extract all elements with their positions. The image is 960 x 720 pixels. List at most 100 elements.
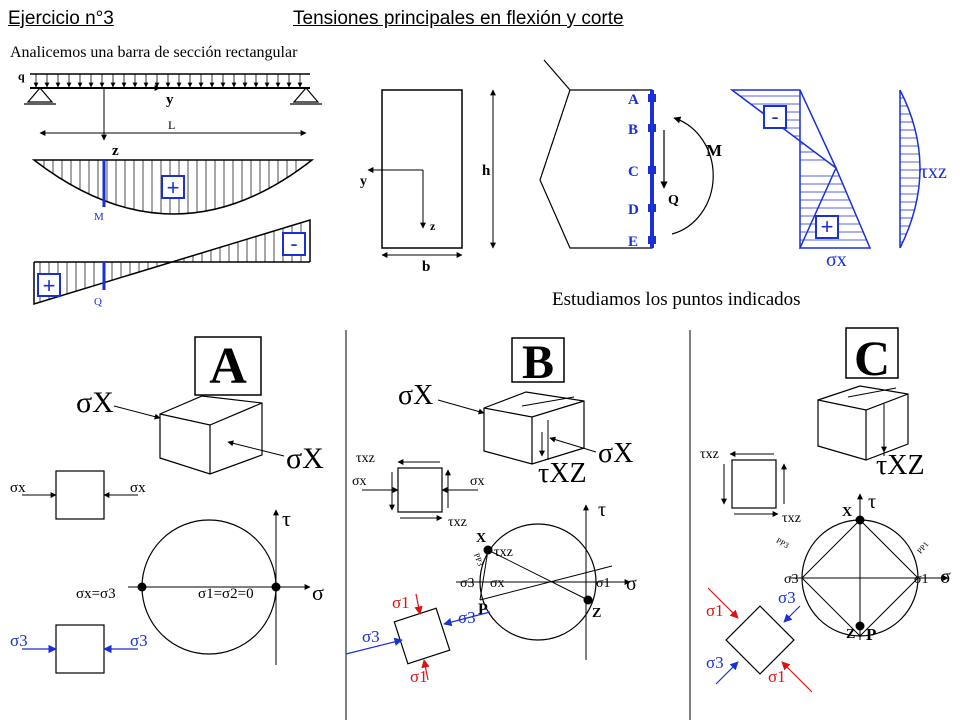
- b-s1-bottom: σ1: [410, 667, 428, 686]
- b-s3-left: σ3: [362, 627, 380, 646]
- a-sigma-bottom: σX: [286, 442, 324, 475]
- c-x-label: X: [842, 505, 852, 520]
- panel-c-title: C: [854, 330, 890, 386]
- left-support: [26, 87, 54, 103]
- c-s1-left: σ1: [706, 601, 724, 620]
- c-principal-square: [725, 605, 795, 675]
- c-circle-s1: σ1: [914, 572, 929, 587]
- cube-c: [817, 385, 909, 461]
- b-txz-bottom: τxz: [448, 515, 467, 530]
- a-tau-axis: τ: [282, 506, 291, 531]
- c-sigma-axis: σ: [940, 566, 951, 588]
- b-s1-top: σ1: [392, 593, 410, 612]
- right-support: [292, 87, 320, 103]
- c-s3-left: σ3: [706, 653, 724, 672]
- c-tau-big: τXZ: [876, 450, 925, 481]
- c-pp3-label: PP3: [775, 536, 791, 550]
- b-element-square: [397, 467, 443, 513]
- face-point-label: A: [628, 92, 639, 108]
- a-sx-left: σx: [10, 480, 26, 496]
- panel-b: B σX σX τXZ τxz σx σx τxz X Z P τ: [345, 336, 637, 686]
- panel-a: A σX σX σx σx τ σ σx=σ3 σ1=σ2=0 σ3 σ3: [10, 336, 324, 674]
- intro-text: Analicemos una barra de sección rectangu…: [10, 44, 298, 61]
- section-b-label: b: [422, 259, 430, 275]
- c-tau-axis: τ: [868, 491, 876, 513]
- b-z-label: Z: [592, 606, 601, 621]
- sigma-minus: -: [771, 104, 778, 129]
- section-y-label: y: [360, 174, 367, 189]
- c-pp1-label: PP1: [915, 540, 930, 556]
- shear-minus: -: [290, 231, 297, 256]
- a-principal-square: [55, 624, 105, 674]
- panel-b-title: B: [522, 336, 554, 389]
- sigma-x-label: σx: [826, 249, 847, 271]
- c-s1-bottom: σ1: [768, 667, 786, 686]
- face-shear-label: Q: [668, 193, 679, 208]
- b-circle-s1: σ1: [596, 576, 611, 591]
- cube-a: [159, 395, 263, 475]
- load-label: q: [18, 69, 25, 83]
- beam-y-label: y: [166, 92, 174, 108]
- b-txz-top: τxz: [356, 451, 375, 466]
- a-sx-right: σx: [130, 480, 146, 496]
- c-txz-top: τxz: [700, 447, 719, 462]
- c-s3-top: σ3: [778, 588, 796, 607]
- cross-section: y z h b: [360, 89, 496, 275]
- panel-a-title: A: [209, 338, 247, 395]
- b-sigma-top: σX: [398, 380, 433, 411]
- moment-label: M: [94, 211, 104, 223]
- b-p-label: P: [478, 601, 488, 618]
- a-element-square: [55, 470, 105, 520]
- tau-xz-label: τxz: [920, 161, 947, 183]
- b-x-label: X: [476, 531, 486, 546]
- c-element-square: [731, 459, 777, 509]
- face-point-marker: [648, 204, 656, 212]
- face-point-marker: [648, 166, 656, 174]
- face-point-marker: [648, 124, 656, 132]
- shear-plus: +: [43, 273, 56, 298]
- sigma-plus: +: [821, 214, 834, 239]
- a-sigma-axis: σ: [312, 580, 324, 605]
- c-txz-bottom: τxz: [782, 511, 801, 526]
- b-sigma-axis: σ: [626, 573, 637, 595]
- face-point-label: C: [628, 164, 639, 180]
- section-h-label: h: [482, 163, 491, 179]
- exercise-title: Ejercicio n°3: [8, 8, 114, 29]
- face-point-label: D: [628, 202, 639, 218]
- b-s3-right: σ3: [458, 608, 476, 627]
- sigma-x-diagram: - + σx: [729, 89, 872, 271]
- cube-b: [483, 391, 585, 465]
- topic-title: Tensiones principales en flexión y corte: [293, 8, 624, 29]
- b-sx-left: σx: [352, 474, 367, 489]
- b-tau-big: τXZ: [538, 458, 587, 489]
- c-p-label: P: [866, 625, 876, 644]
- a-s3-right: σ3: [130, 631, 148, 650]
- face-point-label: B: [628, 122, 638, 138]
- c-z-label: Z: [846, 627, 855, 642]
- moment-plus: +: [167, 175, 180, 200]
- b-principal-square: [393, 607, 451, 665]
- beam-diagram: q y z L: [18, 69, 322, 159]
- face-point-marker: [648, 94, 656, 102]
- beam-face: AB C DE M Q: [539, 59, 722, 250]
- b-tau-axis: τ: [598, 499, 606, 521]
- moment-diagram: M +: [31, 159, 315, 223]
- a-s3-left: σ3: [10, 631, 28, 650]
- b-pp-label: PP3: [472, 552, 485, 567]
- b-circle-s3: σ3: [460, 576, 475, 591]
- shear-label: Q: [94, 296, 102, 308]
- section-z-label: z: [430, 219, 436, 233]
- a-right-point: σ1=σ2=0: [198, 586, 254, 602]
- b-circle-txz: τxz: [494, 545, 513, 560]
- face-point-label: E: [628, 234, 638, 250]
- study-caption: Estudiamos los puntos indicados: [552, 289, 801, 310]
- tau-xz-diagram: τxz: [899, 89, 947, 249]
- face-point-marker: [648, 236, 656, 244]
- c-circle-s3: σ3: [784, 572, 799, 587]
- panel-c: C τXZ τxz τxz X τ PP3 PP1 σ3 σ1 σ Z P: [700, 327, 951, 693]
- beam-z-label: z: [112, 143, 119, 159]
- face-moment-label: M: [706, 141, 722, 160]
- a-sigma-top: σX: [76, 386, 114, 419]
- b-circle-sx: σx: [490, 576, 505, 591]
